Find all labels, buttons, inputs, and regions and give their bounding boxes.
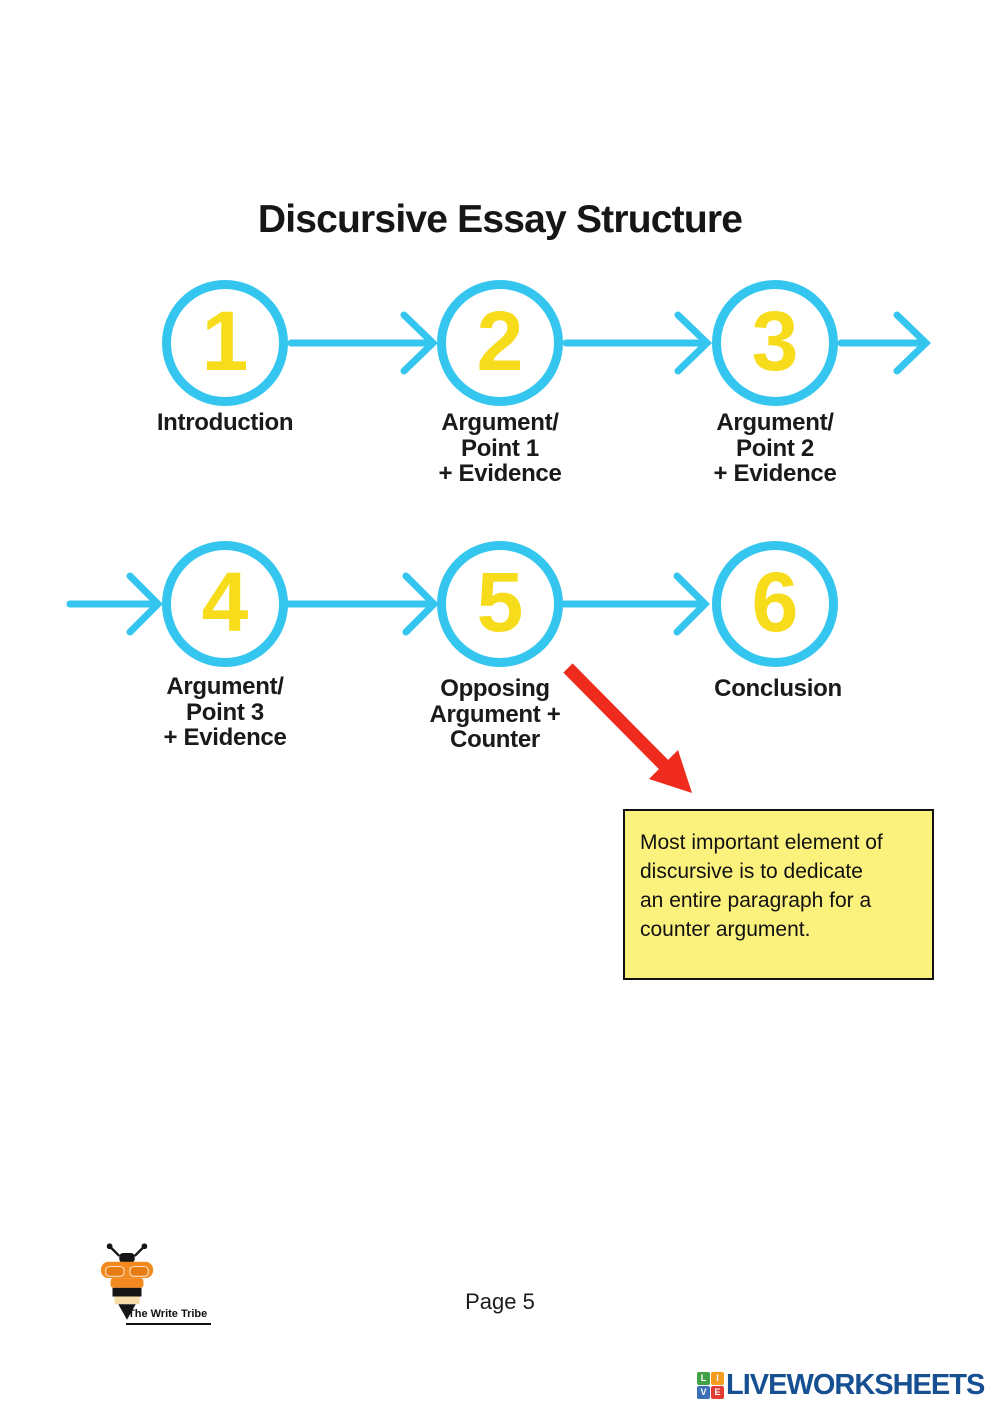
step-label-argument-point-3: Argument/ Point 3 + Evidence — [85, 674, 365, 751]
bee-icon — [100, 1243, 154, 1320]
live-square-v: V — [697, 1386, 710, 1399]
arrow-step2-step3 — [562, 311, 713, 375]
step-label-line: Opposing — [440, 675, 550, 702]
brand-name: The Write Tribe — [126, 1308, 212, 1325]
step-circle-4: 4 — [162, 541, 288, 667]
step-label-introduction: Introduction — [85, 410, 365, 436]
step-label-conclusion: Conclusion — [638, 676, 918, 702]
note-box: Most important element of discursive is … — [623, 809, 934, 980]
arrow-step3-exit — [837, 311, 932, 375]
live-square-e: E — [711, 1386, 724, 1399]
liveworksheets-wordmark: LIVEWORKSHEETS — [726, 1369, 985, 1401]
step-label-line: Conclusion — [714, 675, 842, 702]
step-number-4: 4 — [201, 555, 249, 649]
step-circle-3: 3 — [712, 280, 838, 406]
step-label-line: Introduction — [156, 409, 294, 436]
note-line: Most important element of — [640, 831, 883, 854]
step-number-6: 6 — [751, 555, 799, 649]
liveworksheets-logo[interactable]: L I V E LIVEWORKSHEETS — [697, 1369, 985, 1402]
step-number-2: 2 — [476, 294, 524, 388]
step-label-line: + Evidence — [438, 460, 562, 487]
step-circle-2: 2 — [437, 280, 563, 406]
page-number: Page 5 — [465, 1289, 535, 1314]
note-line: an entire paragraph for a — [640, 889, 872, 912]
live-squares-icon: L I V E — [697, 1372, 724, 1399]
arrow-step4-step5 — [285, 572, 439, 636]
step-circle-6: 6 — [712, 541, 838, 667]
step-circle-1: 1 — [162, 280, 288, 406]
page-title: Discursive Essay Structure — [257, 198, 743, 241]
write-tribe-logo: The Write Tribe — [94, 1240, 224, 1330]
step-label-line: Point 2 — [736, 434, 814, 462]
step-label-line: Counter — [450, 726, 540, 753]
live-square-i: I — [711, 1372, 724, 1385]
step-label-line: Point 3 — [186, 698, 264, 726]
step-label-line: Argument/ — [166, 673, 284, 700]
step-number-5: 5 — [476, 555, 524, 649]
step-number-1: 1 — [201, 294, 249, 388]
note-line: counter argument. — [640, 918, 811, 941]
step-label-line: Point 1 — [461, 434, 539, 462]
step-label-argument-point-1: Argument/ Point 1 + Evidence — [360, 410, 640, 487]
step-label-opposing-argument: Opposing Argument + Counter — [355, 676, 635, 753]
step-label-argument-point-2: Argument/ Point 2 + Evidence — [635, 410, 915, 487]
arrow-entry-step4 — [66, 572, 163, 636]
step-number-3: 3 — [751, 294, 799, 388]
note-line: discursive is to dedicate — [640, 860, 863, 883]
arrow-step1-step2 — [287, 311, 439, 375]
step-label-line: Argument/ — [716, 409, 834, 436]
step-label-line: Argument + — [429, 700, 561, 728]
step-label-line: + Evidence — [713, 460, 837, 487]
step-label-line: Argument/ — [441, 409, 559, 436]
step-circle-5: 5 — [437, 541, 563, 667]
live-square-l: L — [697, 1372, 710, 1385]
step-label-line: + Evidence — [163, 724, 287, 751]
arrow-step5-step6 — [560, 572, 710, 636]
